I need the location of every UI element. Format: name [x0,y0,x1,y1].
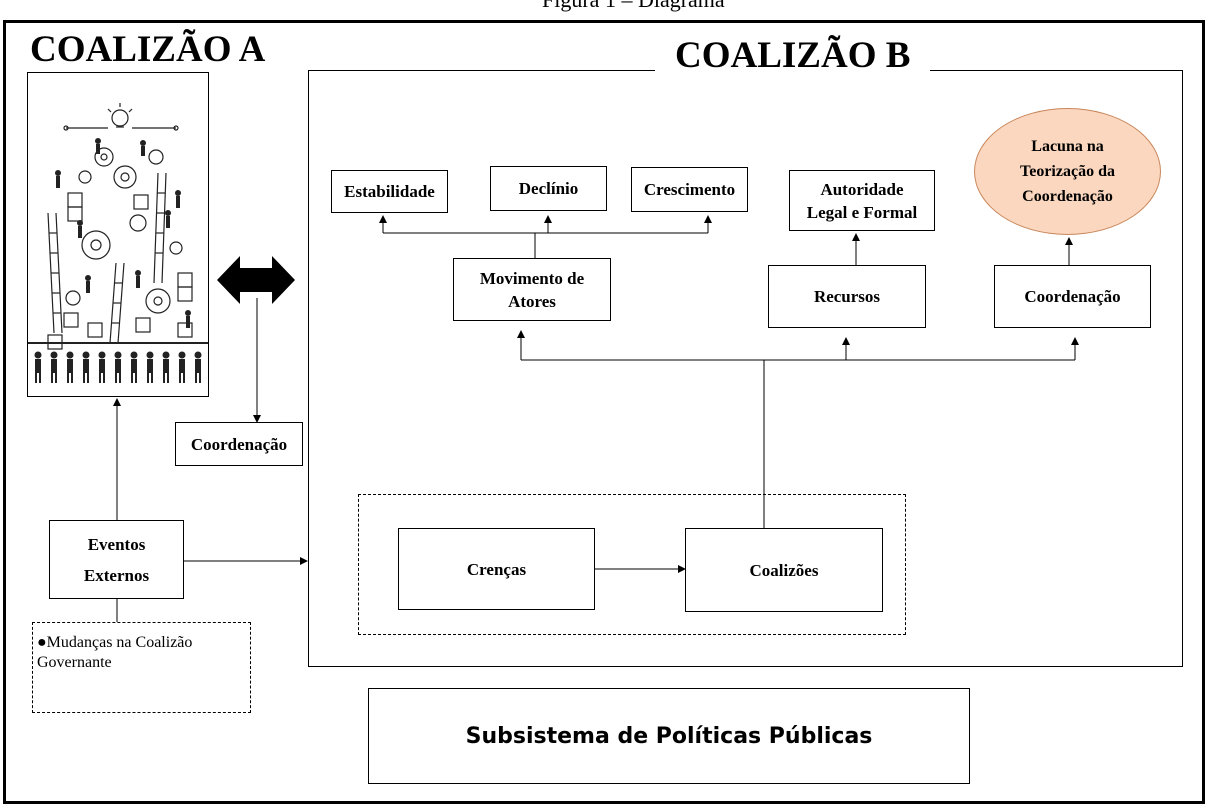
autoridade-label-line2: Legal e Formal [806,202,918,222]
recursos-label: Recursos [813,287,881,306]
diagram-frame [3,20,1205,804]
box-estabilidade: Estabilidade [331,170,448,213]
lacuna-label-line1: Lacuna na [1031,138,1104,155]
double-headed-arrow-icon [217,256,295,304]
note-mudancas: ●Mudanças na Coalizão Governante [32,622,251,713]
crescimento-label: Crescimento [643,180,736,199]
eventos-label-line1: Eventos [87,534,146,554]
declinio-label: Declínio [518,179,579,198]
coalition-a-title: COALIZÃO A [30,29,266,70]
beliefs-coalitions-group [358,494,906,635]
crencas-label: Crenças [466,559,527,579]
coordenacao-left-label: Coordenação [190,434,288,454]
box-recursos: Recursos [768,265,926,328]
estabilidade-label: Estabilidade [344,182,435,201]
box-coordenacao-b: Coordenação [994,265,1151,328]
coordenacao-b-label: Coordenação [1024,287,1121,306]
box-coalizoes: Coalizões [685,528,883,612]
autoridade-label-line1: Autoridade [820,179,904,199]
box-crescimento: Crescimento [631,167,748,212]
coalition-b-title: COALIZÃO B [655,36,931,76]
coalition-illustration [27,72,209,397]
bullet-icon: ● [37,634,47,651]
coalizoes-label: Coalizões [749,560,819,580]
header-strip: Figura 1 – Diagrama [0,0,1211,20]
box-movimento-de-atores: Movimento de Atores [453,258,611,321]
movimento-label-line1: Movimento de [479,268,585,288]
lacuna-oval: Lacuna na Teorização da Coordenação [974,108,1161,235]
subsistema-title: Subsistema de Políticas Públicas [465,723,873,749]
subsistema-box: Subsistema de Políticas Públicas [368,688,970,784]
box-coordenacao-left: Coordenação [175,422,303,466]
header-partial-text: Figura 1 – Diagrama [542,0,725,13]
note-text: Mudanças na Coalizão Governante [37,634,193,671]
lacuna-label-line3: Coordenação [1022,188,1113,205]
box-eventos-externos: Eventos Externos [49,520,184,599]
eventos-label-line2: Externos [83,565,150,585]
box-crencas: Crenças [398,528,595,610]
lacuna-label-line2: Teorização da [1020,163,1115,180]
movimento-label-line2: Atores [508,291,556,311]
people-gears-ladders-icon [28,103,208,383]
box-declinio: Declínio [490,166,607,211]
box-autoridade: Autoridade Legal e Formal [789,170,935,231]
